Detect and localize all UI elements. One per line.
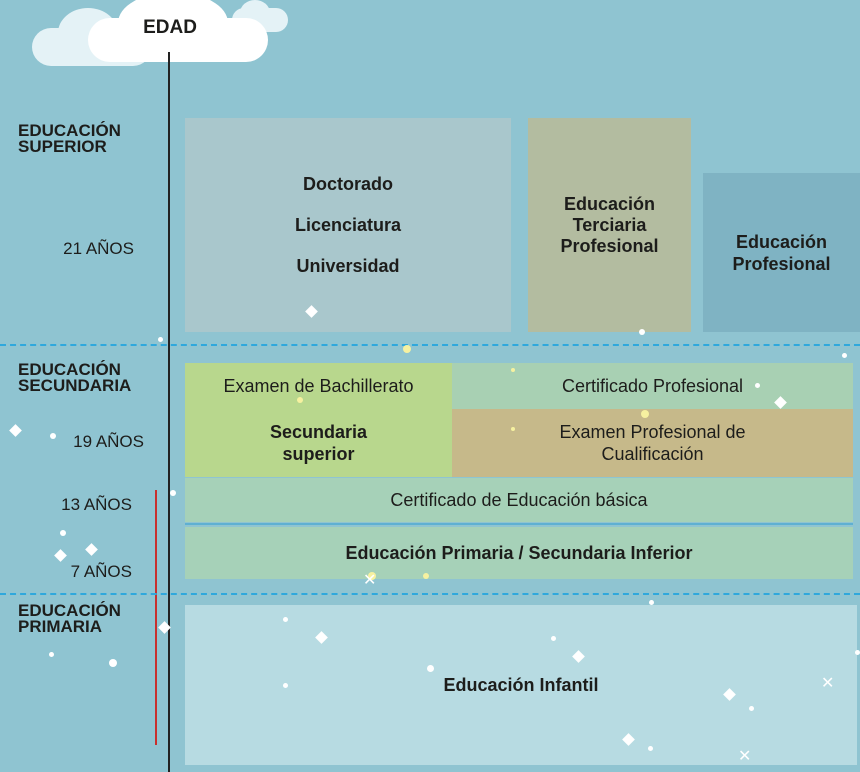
professional-certificate-label: Certificado Profesional <box>561 375 744 396</box>
bachillerato-exam-box: Examen de Bachillerato <box>185 363 452 409</box>
snow-dot <box>749 706 754 711</box>
upper-secondary-box: Secundaria superior <box>185 409 452 477</box>
basic-certificate-box: Certificado de Educación básica <box>185 478 853 522</box>
snow-dot <box>158 337 163 342</box>
snow-dot <box>648 746 653 751</box>
infant-education-box: Educación Infantil <box>185 605 857 765</box>
universidad-label: Universidad <box>296 255 400 276</box>
separator-superior-secundaria <box>0 344 860 346</box>
basic-certificate-label: Certificado de Educación básica <box>390 489 648 510</box>
primary-lower-secondary-label: Educación Primaria / Secundaria Inferior <box>345 542 693 563</box>
cloud-main-puff <box>118 0 228 54</box>
level-label-primaria: EDUCACIÓN PRIMARIA <box>18 601 121 636</box>
snow-dot <box>755 383 760 388</box>
glow-dot <box>511 427 515 431</box>
infant-education-label: Educación Infantil <box>443 674 599 695</box>
basic-divider <box>185 523 853 525</box>
snow-dot <box>551 636 556 641</box>
snow-dot <box>855 650 860 655</box>
separator-secundaria-primaria <box>0 593 860 595</box>
axis-title: EDAD <box>143 17 197 38</box>
glow-dot <box>403 345 411 353</box>
glow-dot <box>368 572 376 580</box>
glow-dot <box>511 368 515 372</box>
snow-diamond <box>85 543 98 556</box>
snow-dot <box>50 433 56 439</box>
tertiary-professional-label: Educación Terciaria Profesional <box>560 193 659 256</box>
upper-secondary-label: Secundaria superior <box>269 422 368 464</box>
snow-dot <box>49 652 54 657</box>
glow-dot <box>641 410 649 418</box>
snow-dot <box>60 530 66 536</box>
snow-dot <box>109 659 117 667</box>
age-label-19: 19 AÑOS <box>73 432 144 451</box>
qualification-exam-label: Examen Profesional de Cualificación <box>559 422 746 464</box>
snow-cross-icon: ✕ <box>363 572 377 589</box>
snow-dot <box>283 683 288 688</box>
professional-education-label: Educación Profesional <box>732 231 831 274</box>
tertiary-professional-box: Educación Terciaria Profesional <box>528 118 691 332</box>
glow-dot <box>297 397 303 403</box>
snow-dot <box>170 490 176 496</box>
age-label-21: 21 AÑOS <box>63 239 134 258</box>
level-label-superior: EDUCACIÓN SUPERIOR <box>18 121 121 156</box>
age-axis-line <box>168 52 170 772</box>
bachillerato-exam-label: Examen de Bachillerato <box>223 375 414 396</box>
level-label-secundaria: EDUCACIÓN SECUNDARIA <box>18 360 132 395</box>
snow-dot <box>283 617 288 622</box>
snow-dot <box>842 353 847 358</box>
qualification-exam-box: Examen Profesional de Cualificación <box>452 409 853 477</box>
snow-dot <box>427 665 434 672</box>
glow-dot <box>423 573 429 579</box>
snow-diamond <box>9 424 22 437</box>
age-label-13: 13 AÑOS <box>61 495 132 514</box>
snow-dot <box>649 600 654 605</box>
age-range-bar <box>155 490 157 745</box>
snow-dot <box>639 329 645 335</box>
primary-lower-secondary-box: Educación Primaria / Secundaria Inferior <box>185 527 853 579</box>
professional-education-box: Educación Profesional <box>703 173 860 332</box>
snow-cross-icon: ✕ <box>738 748 752 765</box>
snow-cross-icon: ✕ <box>821 675 835 692</box>
age-label-7: 7 AÑOS <box>70 562 132 581</box>
snow-diamond <box>54 549 67 562</box>
doctorado-label: Doctorado <box>303 173 393 194</box>
university-box: Doctorado Licenciatura Universidad <box>185 118 511 332</box>
licenciatura-label: Licenciatura <box>294 214 402 235</box>
